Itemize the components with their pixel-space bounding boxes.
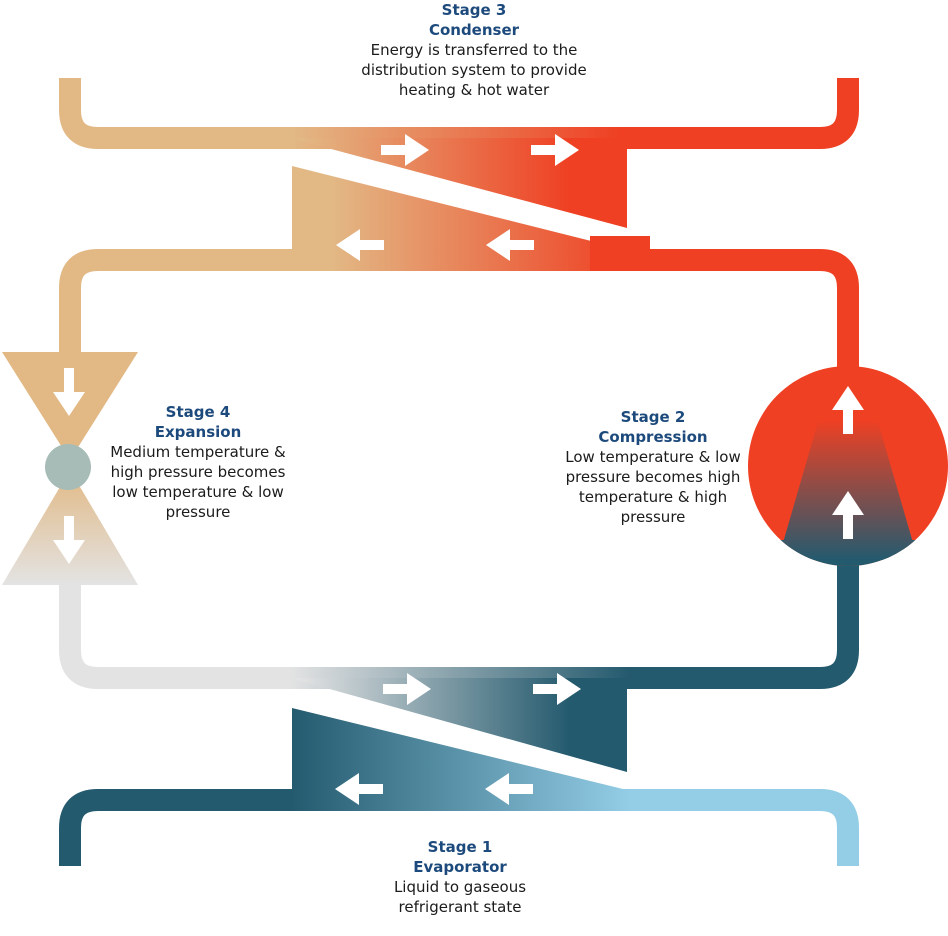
condenser-pipe-upper (59, 78, 290, 149)
stage3-desc-line: heating & hot water (398, 81, 550, 99)
stage2-number: Stage 2 (620, 408, 686, 426)
arrow-icon (485, 773, 533, 805)
stage1-evaporator-label: Stage 1 Evaporator Liquid to gaseous ref… (340, 837, 580, 917)
stage1-number: Stage 1 (427, 838, 493, 856)
stage3-desc-line: distribution system to provide (361, 61, 587, 79)
stage4-desc-line: low temperature & low (112, 483, 284, 501)
flow-arrows (53, 134, 864, 805)
arrow-icon (381, 134, 429, 166)
stage2-desc-line: pressure becomes high (565, 468, 741, 486)
arrow-icon (832, 491, 864, 539)
stage2-desc-line: temperature & high (578, 488, 728, 506)
stage2-desc-line: pressure (620, 508, 686, 526)
evaporator-pipe-upper (59, 585, 290, 689)
stage3-desc-line: Energy is transferred to the (370, 41, 578, 59)
stage2-desc-line: Low temperature & low (565, 448, 741, 466)
condenser-upper-wedge (290, 138, 627, 228)
arrow-icon (53, 368, 85, 416)
stage3-number: Stage 3 (441, 1, 507, 19)
arrow-icon (383, 673, 431, 705)
stage4-expansion-label: Stage 4 Expansion Medium temperature & h… (92, 402, 304, 522)
stage1-desc-line: refrigerant state (398, 898, 522, 916)
arrow-icon (531, 134, 579, 166)
stage1-desc-line: Liquid to gaseous (393, 878, 527, 896)
stage4-desc-line: high pressure becomes (110, 463, 286, 481)
condenser-pipe-lower (59, 249, 330, 352)
arrow-icon (335, 773, 383, 805)
stage3-name: Condenser (428, 21, 520, 39)
stage4-desc-line: pressure (165, 503, 231, 521)
arrow-icon (533, 673, 581, 705)
stage2-name: Compression (598, 428, 708, 446)
arrow-icon (336, 229, 384, 261)
stage3-condenser-label: Stage 3 Condenser Energy is transferred … (318, 0, 630, 100)
stage1-name: Evaporator (413, 858, 507, 876)
arrow-icon (832, 386, 864, 434)
stage4-desc-line: Medium temperature & (110, 443, 286, 461)
arrow-icon (486, 229, 534, 261)
arrow-icon (53, 516, 85, 564)
evaporator-pipe-lower (59, 789, 292, 866)
stage4-name: Expansion (154, 423, 242, 441)
stage2-compression-label: Stage 2 Compression Low temperature & lo… (546, 407, 760, 527)
evaporator-upper-wedge (290, 678, 627, 772)
stage4-number: Stage 4 (165, 403, 231, 421)
